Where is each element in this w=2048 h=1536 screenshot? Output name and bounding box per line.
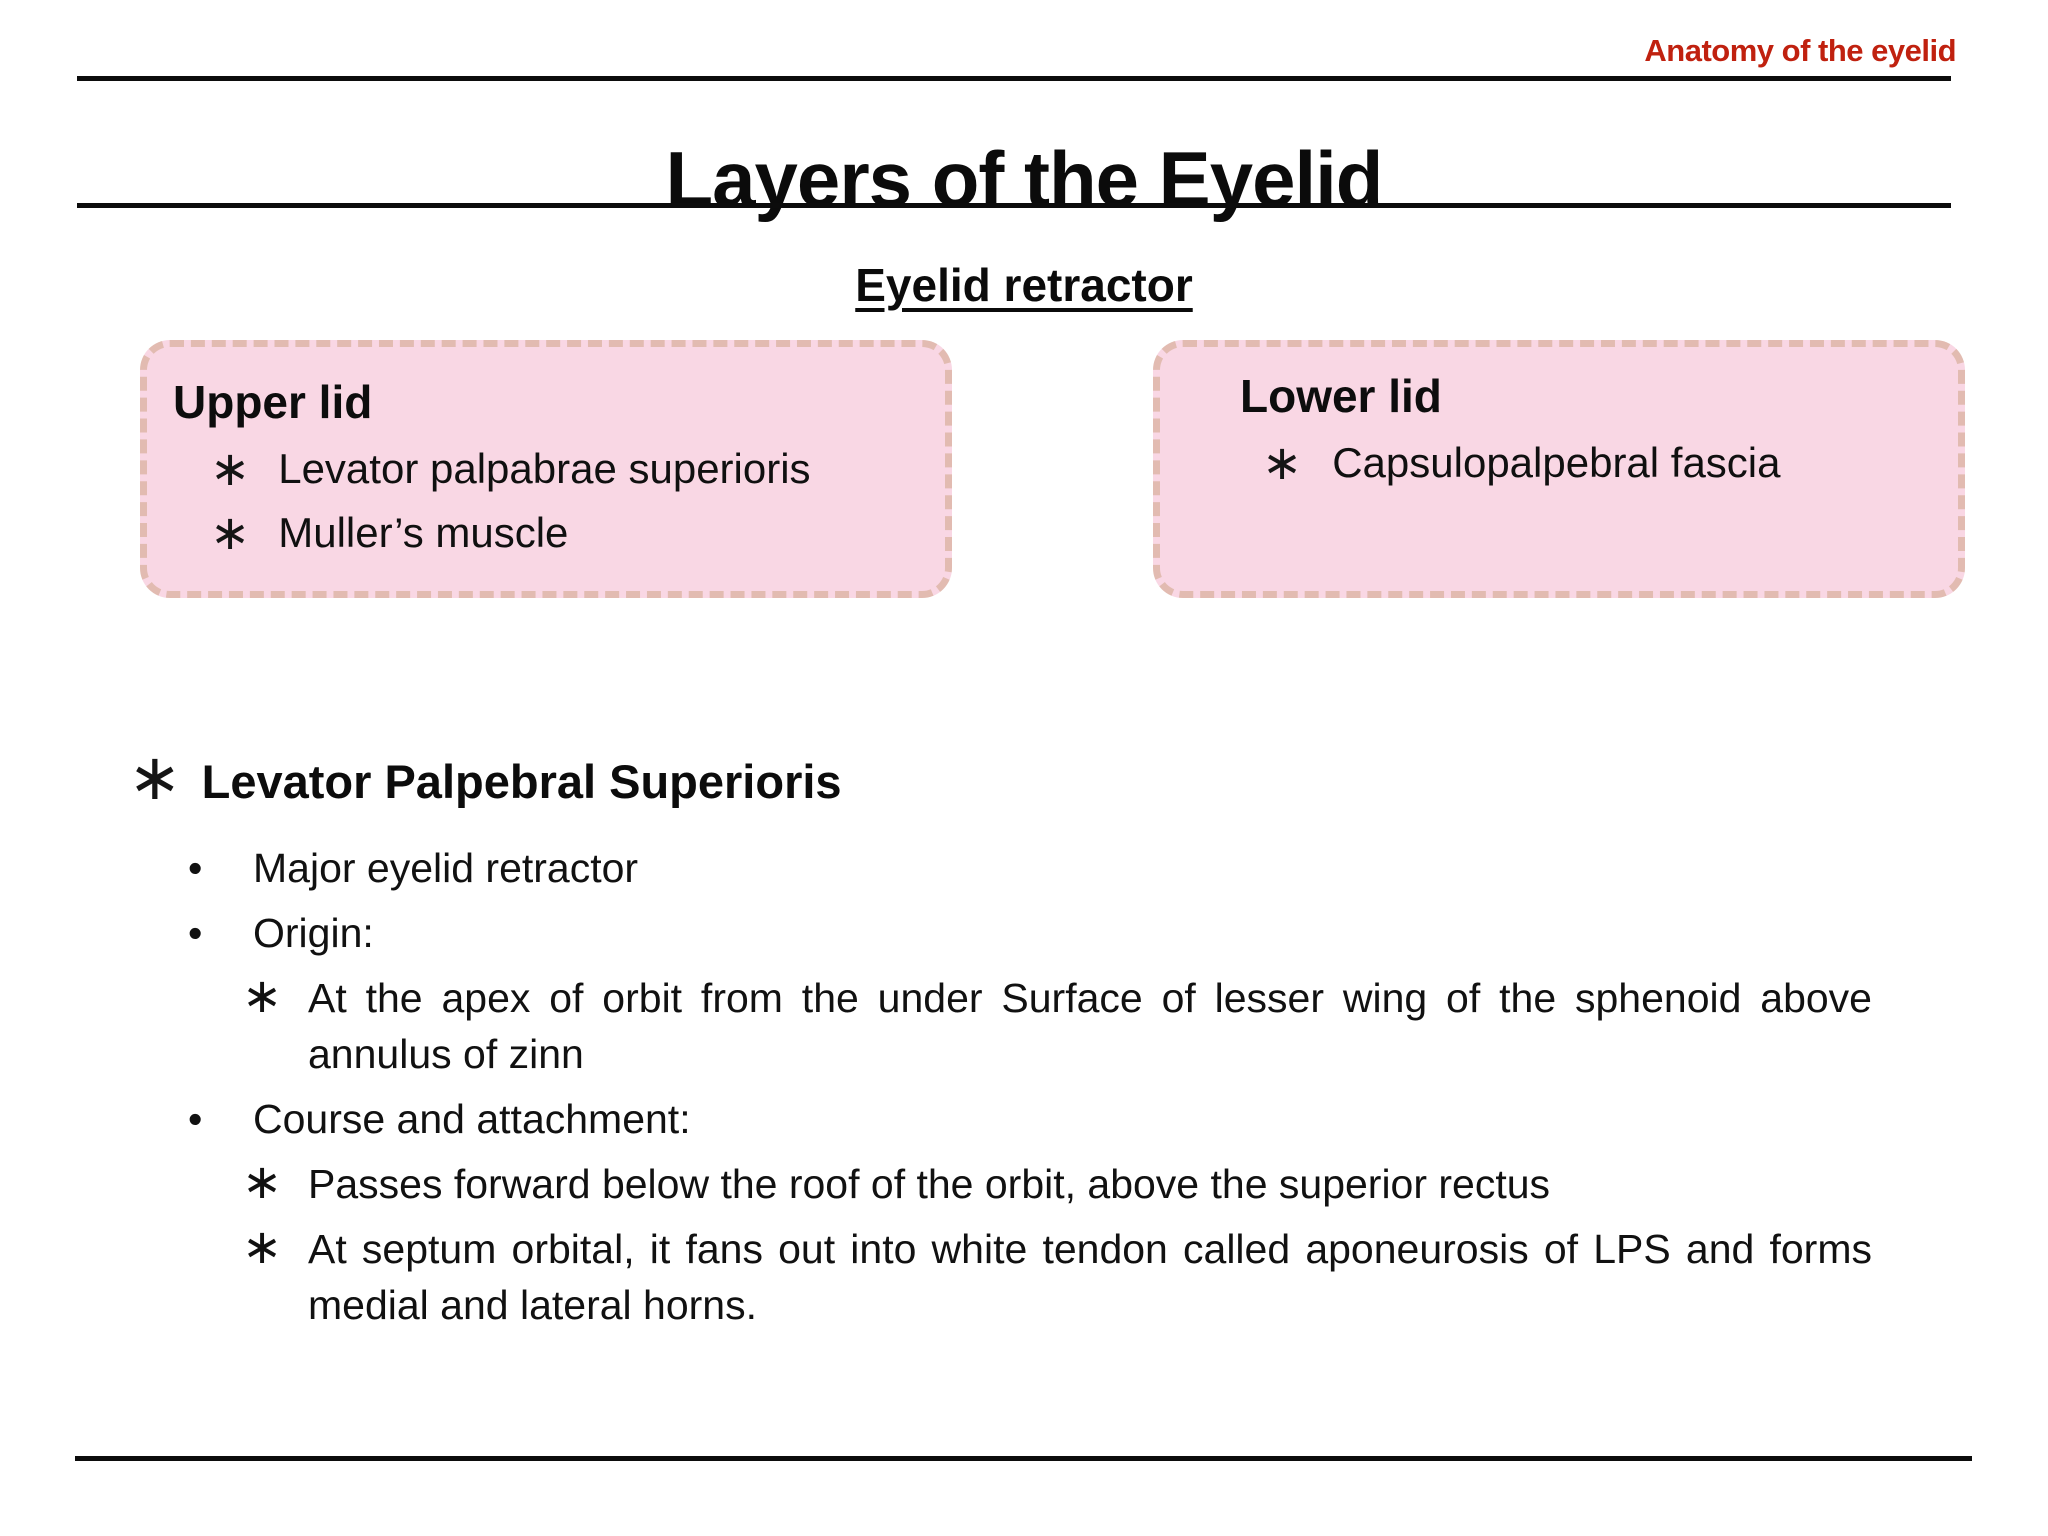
list-item: • Origin: bbox=[128, 905, 1872, 961]
list-item-text: At septum orbital, it fans out into whit… bbox=[308, 1226, 1872, 1328]
divider-line-top bbox=[77, 76, 1951, 81]
body-section: ∗ Levator Palpebral Superioris • Major e… bbox=[128, 746, 1872, 1342]
upper-lid-box-list: ∗ Levator palpabrae superioris ∗ Muller’… bbox=[173, 445, 927, 557]
page-title: Layers of the Eyelid bbox=[665, 135, 1384, 224]
list-item-text: Origin: bbox=[253, 910, 374, 956]
list-item: ∗ Levator palpabrae superioris bbox=[173, 445, 927, 493]
list-item: ∗ Muller’s muscle bbox=[173, 509, 927, 557]
upper-lid-box-title: Upper lid bbox=[173, 376, 373, 428]
list-item-text: Passes forward below the roof of the orb… bbox=[308, 1161, 1551, 1207]
lower-lid-box-list: ∗ Capsulopalpebral fascia bbox=[1240, 439, 1940, 487]
asterisk-bullet-icon: ∗ bbox=[242, 1219, 283, 1275]
asterisk-bullet-icon: ∗ bbox=[1262, 435, 1303, 491]
list-item-text: Course and attachment: bbox=[253, 1096, 691, 1142]
section-heading: Eyelid retractor bbox=[0, 258, 2048, 312]
asterisk-bullet-icon: ∗ bbox=[242, 1154, 283, 1210]
list-item: • Course and attachment: bbox=[128, 1091, 1872, 1147]
list-item: • Major eyelid retractor bbox=[128, 840, 1872, 896]
divider-line-bottom bbox=[75, 1456, 1972, 1461]
asterisk-bullet-icon: ∗ bbox=[210, 505, 251, 561]
list-item: ∗ Passes forward below the roof of the o… bbox=[128, 1154, 1872, 1212]
dot-bullet-icon: • bbox=[188, 845, 203, 891]
upper-lid-box: Upper lid ∗ Levator palpabrae superioris… bbox=[140, 340, 952, 598]
list-item-text: At the apex of orbit from the under Surf… bbox=[308, 975, 1872, 1077]
section-heading-text: Eyelid retractor bbox=[855, 259, 1193, 311]
body-heading: ∗ Levator Palpebral Superioris bbox=[128, 746, 1872, 810]
lower-lid-box-title: Lower lid bbox=[1240, 370, 1442, 422]
lower-lid-box: Lower lid ∗ Capsulopalpebral fascia bbox=[1153, 340, 1965, 598]
dot-bullet-icon: • bbox=[188, 1096, 203, 1142]
asterisk-bullet-icon: ∗ bbox=[242, 968, 283, 1024]
list-item-text: Muller’s muscle bbox=[278, 509, 569, 556]
list-item-text: Major eyelid retractor bbox=[253, 845, 639, 891]
list-item: ∗ At septum orbital, it fans out into wh… bbox=[128, 1219, 1872, 1333]
asterisk-bullet-icon: ∗ bbox=[210, 441, 251, 497]
list-item-text: Capsulopalpebral fascia bbox=[1332, 439, 1781, 486]
body-heading-text: Levator Palpebral Superioris bbox=[201, 754, 842, 808]
asterisk-bullet-icon: ∗ bbox=[128, 741, 182, 815]
list-item-text: Levator palpabrae superioris bbox=[278, 445, 811, 492]
divider-line-under-title bbox=[77, 203, 1951, 208]
dot-bullet-icon: • bbox=[188, 910, 203, 956]
list-item: ∗ At the apex of orbit from the under Su… bbox=[128, 968, 1872, 1082]
corner-label: Anatomy of the eyelid bbox=[1644, 33, 1956, 68]
list-item: ∗ Capsulopalpebral fascia bbox=[1240, 439, 1940, 487]
body-list: • Major eyelid retractor • Origin: ∗ At … bbox=[128, 840, 1872, 1333]
